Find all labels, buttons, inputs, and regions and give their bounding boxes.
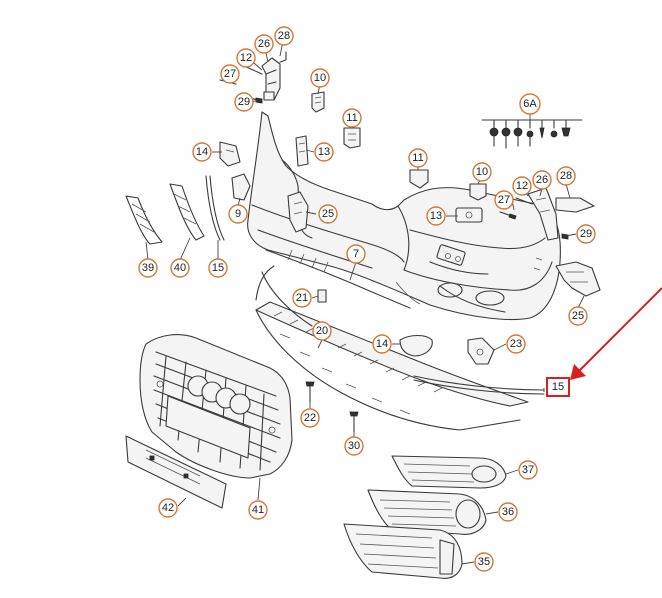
callout-26: 26 [254, 34, 274, 54]
clip-10-top [311, 91, 325, 113]
callout-11: 11 [342, 108, 362, 128]
callout-label: 26 [536, 174, 548, 186]
callout-13: 13 [314, 142, 334, 162]
arrow-pointer-icon [570, 287, 662, 380]
part-9 [231, 173, 251, 201]
bracket-14-left [219, 141, 241, 167]
bracket-25-right [555, 261, 601, 297]
radiator-grille-41 [139, 334, 293, 479]
callout-9: 9 [228, 204, 248, 224]
callout-13-right: 13 [426, 206, 446, 226]
callout-label: 11 [346, 112, 357, 124]
callout-42: 42 [158, 498, 178, 518]
callout-label: 26 [258, 38, 270, 50]
callout-label: 6A [523, 98, 537, 110]
callout-25-left: 25 [318, 204, 338, 224]
callout-29: 29 [234, 92, 254, 112]
callout-label: 25 [572, 310, 584, 322]
callout-label: 41 [252, 504, 264, 516]
callout-36: 36 [498, 502, 518, 522]
clip-11-top [343, 127, 361, 149]
fog-grille-36 [367, 489, 487, 535]
diffuser [255, 265, 313, 327]
callout-label: 12 [516, 180, 528, 192]
callout-label: 27 [498, 194, 510, 206]
lower-reinforcement-20 [255, 301, 529, 431]
callout-label: 10 [476, 166, 488, 178]
callout-30: 30 [344, 436, 364, 456]
callout-28: 28 [274, 26, 294, 46]
bracket-25-left [287, 191, 309, 233]
callout-label: 35 [478, 556, 490, 568]
callout-15-left: 15 [208, 258, 228, 278]
callout-label: 10 [314, 72, 326, 84]
fog-grille-35 [343, 523, 463, 579]
callout-22: 22 [300, 408, 320, 428]
cover-14-lower [399, 334, 433, 357]
fog-grille-37 [391, 455, 507, 489]
callout-label: 28 [278, 30, 290, 42]
callout-label: 14 [196, 146, 208, 158]
license-plate-bracket-42 [125, 435, 227, 509]
callout-12: 12 [236, 48, 256, 68]
callout-14: 14 [192, 142, 212, 162]
callout-7: 7 [346, 244, 366, 264]
callout-label: 29 [580, 228, 592, 240]
callout-12-right: 12 [512, 176, 532, 196]
callout-41: 41 [248, 500, 268, 520]
callout-39: 39 [138, 258, 158, 278]
callout-28-right: 28 [556, 166, 576, 186]
callout-25-right: 25 [568, 306, 588, 326]
callout-11-right: 11 [408, 148, 428, 168]
callout-label: 11 [412, 152, 423, 164]
callout-29-right: 29 [576, 224, 596, 244]
part-21 [317, 289, 327, 303]
callout-label: 39 [142, 262, 154, 274]
callout-10: 10 [310, 68, 330, 88]
callout-label: 7 [353, 248, 359, 260]
callout-10-right: 10 [472, 162, 492, 182]
callout-6a: 6A [519, 93, 541, 115]
screws-22-30 [305, 381, 359, 433]
callout-37: 37 [518, 460, 538, 480]
callout-40: 40 [170, 258, 190, 278]
callout-label: 9 [235, 208, 241, 220]
callout-20: 20 [312, 321, 332, 341]
callout-15-highlighted: 15 [546, 377, 570, 397]
callout-label: 22 [304, 412, 316, 424]
callout-label: 14 [376, 338, 388, 350]
callout-label: 15 [552, 381, 564, 393]
callout-26-right: 26 [532, 170, 552, 190]
callout-label: 25 [322, 208, 334, 220]
hardware-kit-6a [481, 119, 583, 149]
callout-label: 40 [174, 262, 186, 274]
trim-strip-15-right [413, 375, 545, 395]
callout-label: 36 [502, 506, 514, 518]
bracket-13-left [295, 135, 309, 167]
callout-23: 23 [506, 334, 526, 354]
callout-label: 13 [430, 210, 442, 222]
callout-label: 29 [238, 96, 250, 108]
callout-21: 21 [292, 288, 312, 308]
callout-label: 28 [560, 170, 572, 182]
callout-label: 13 [318, 146, 330, 158]
callout-label: 12 [240, 52, 252, 64]
callout-35: 35 [474, 552, 494, 572]
upper-left-brackets [219, 51, 287, 104]
callout-label: 42 [162, 502, 174, 514]
callout-label: 15 [212, 262, 224, 274]
grille-trims-left [125, 175, 225, 245]
callout-label: 30 [348, 440, 360, 452]
callout-label: 20 [316, 325, 328, 337]
callout-27-right: 27 [494, 190, 514, 210]
bracket-23 [467, 337, 495, 365]
callout-label: 37 [522, 464, 534, 476]
callout-label: 27 [224, 68, 236, 80]
callout-label: 21 [296, 292, 308, 304]
callout-27: 27 [220, 64, 240, 84]
callout-label: 23 [510, 338, 522, 350]
callout-14-lower: 14 [372, 334, 392, 354]
